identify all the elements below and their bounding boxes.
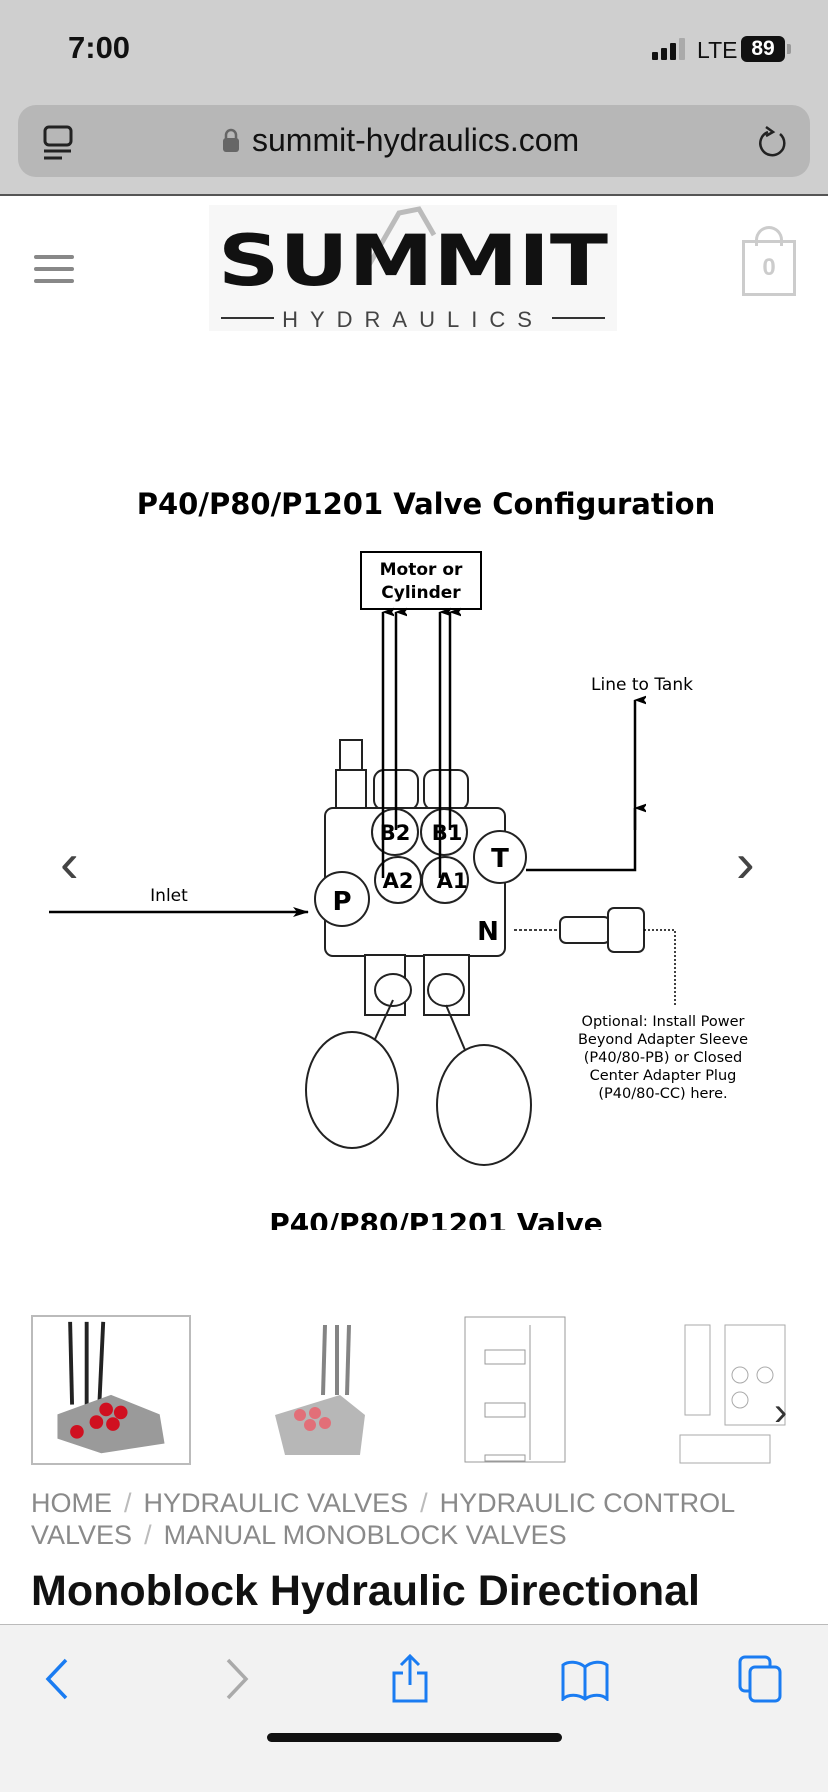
summit-hydraulics-logo[interactable]: SUMMIT HYDRAULICS bbox=[209, 205, 617, 331]
breadcrumb: Home/Hydraulic Valves/Hydraulic Control … bbox=[31, 1488, 735, 1550]
status-time: 7:00 bbox=[68, 30, 131, 65]
bookmarks-icon[interactable] bbox=[560, 1659, 610, 1701]
battery-icon: 89 bbox=[741, 36, 785, 62]
line-to-tank-label: Line to Tank bbox=[591, 675, 693, 695]
thumbnail-1[interactable] bbox=[31, 1315, 191, 1465]
thumbnail-4[interactable] bbox=[640, 1315, 800, 1465]
carousel-prev-button[interactable]: ‹ bbox=[60, 831, 79, 894]
network-label: LTE bbox=[697, 37, 738, 63]
box-label: Motor or bbox=[380, 560, 463, 580]
breadcrumb-hydraulic-control-valves[interactable]: Hydraulic Control Valves bbox=[31, 1488, 735, 1550]
battery-tip bbox=[787, 44, 791, 54]
forward-icon[interactable] bbox=[224, 1657, 250, 1701]
breadcrumb-manual-monoblock-valves[interactable]: Manual Monoblock Valves bbox=[163, 1520, 567, 1550]
thumbnail-3[interactable] bbox=[460, 1315, 620, 1465]
optional-note: (P40/80-CC) here. bbox=[598, 1086, 727, 1102]
diagram-title: P40/P80/P1201 Valve Configuration bbox=[137, 487, 716, 521]
address-bar[interactable] bbox=[18, 105, 810, 177]
optional-note: Center Adapter Plug bbox=[590, 1068, 737, 1084]
port-t: T bbox=[491, 844, 509, 874]
breadcrumb-home[interactable]: Home bbox=[31, 1488, 112, 1518]
reload-icon[interactable] bbox=[756, 124, 790, 160]
tabs-icon[interactable] bbox=[738, 1655, 784, 1703]
cart-handle bbox=[755, 226, 783, 246]
port-n: N bbox=[477, 917, 499, 947]
home-indicator bbox=[267, 1733, 562, 1742]
reader-icon[interactable] bbox=[42, 125, 74, 161]
box-label: Cylinder bbox=[381, 583, 461, 603]
port-p: P bbox=[332, 887, 351, 917]
port-a2: A2 bbox=[383, 869, 414, 893]
valve-diagram: P40/P80/P1201 Valve Configuration Motor … bbox=[49, 487, 748, 1230]
optional-note: Beyond Adapter Sleeve bbox=[578, 1032, 748, 1048]
thumbnail-next-button[interactable]: › bbox=[774, 1390, 788, 1434]
back-icon[interactable] bbox=[44, 1657, 70, 1701]
logo-subtext: HYDRAULICS bbox=[282, 307, 544, 331]
menu-button[interactable] bbox=[34, 255, 74, 291]
port-a1: A1 bbox=[437, 869, 468, 893]
share-icon[interactable] bbox=[390, 1653, 430, 1703]
browser-toolbar bbox=[0, 1624, 828, 1792]
motor-box bbox=[360, 551, 482, 610]
product-title: Monoblock Hydraulic Directional bbox=[31, 1567, 700, 1615]
valve-body bbox=[305, 739, 645, 1166]
port-b1: B1 bbox=[432, 821, 463, 845]
url-text[interactable]: summit-hydraulics.com bbox=[252, 122, 580, 158]
cart-button[interactable]: 0 bbox=[742, 240, 796, 296]
thumbnail-2[interactable] bbox=[255, 1315, 415, 1465]
carousel-next-button[interactable]: › bbox=[736, 831, 755, 894]
optional-note: (P40/80-PB) or Closed bbox=[584, 1050, 743, 1066]
logo-text: SUMMIT bbox=[218, 220, 608, 302]
diagram-caption: P40/P80/P1201 Valve bbox=[269, 1207, 603, 1230]
optional-note: Optional: Install Power bbox=[582, 1014, 745, 1030]
inlet-label: Inlet bbox=[150, 886, 188, 906]
breadcrumb-hydraulic-valves[interactable]: Hydraulic Valves bbox=[143, 1488, 409, 1518]
signal-icon bbox=[652, 38, 685, 60]
lock-icon bbox=[223, 128, 239, 152]
port-b2: B2 bbox=[380, 821, 411, 845]
